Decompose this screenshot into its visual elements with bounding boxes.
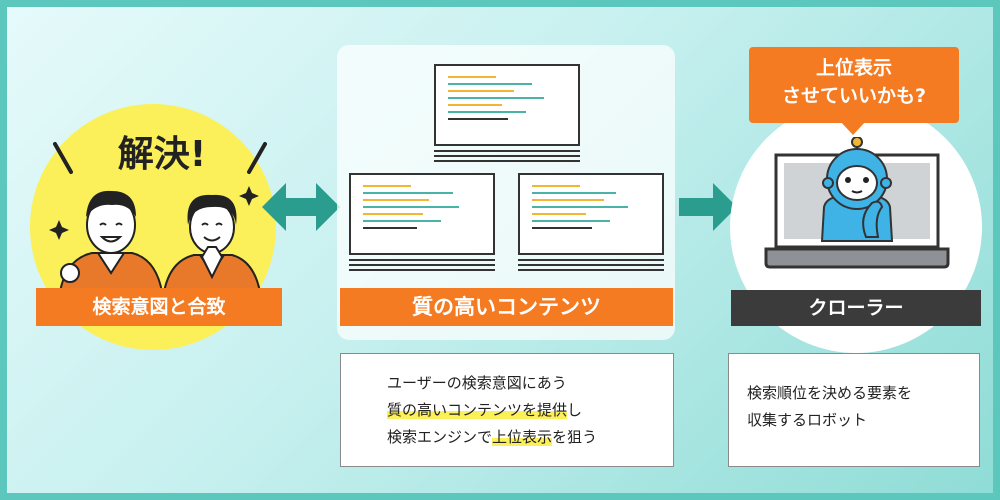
- sparkle-icon: [49, 220, 69, 240]
- description-line-3-post: を狙う: [552, 428, 598, 446]
- description-line-2-rest: し: [567, 401, 583, 419]
- document-footer-lines: [349, 259, 495, 271]
- quality-content-label: 質の高いコンテンツ: [340, 288, 673, 326]
- search-intent-label: 検索意図と合致: [36, 288, 282, 326]
- robot-icon: [820, 137, 894, 242]
- bubble-line-1: 上位表示: [815, 57, 892, 79]
- people-illustration: [58, 190, 262, 292]
- laptop-icon: [764, 137, 950, 269]
- crawler-description-box: 検索順位を決める要素を 収集するロボット: [728, 353, 980, 467]
- document-footer-lines: [434, 150, 580, 162]
- sparkle-icon: [239, 186, 259, 206]
- right-arrow-icon: [679, 183, 737, 231]
- content-description-box: ユーザーの検索意図にあう 質の高いコンテンツを提供し 検索エンジンで上位表示を狙…: [340, 353, 674, 467]
- crawler-description-line-2: 収集するロボット: [747, 411, 868, 429]
- document-footer-lines: [518, 259, 664, 271]
- crawler-speech-bubble: 上位表示 させていいかも?: [749, 47, 959, 123]
- document-icon: [349, 173, 495, 255]
- document-icon: [518, 173, 664, 255]
- double-arrow-icon: [262, 183, 340, 231]
- person-icon: [162, 194, 262, 292]
- description-line-3: 検索エンジンで上位表示を狙う: [387, 424, 673, 451]
- document-icon: [434, 64, 580, 146]
- description-line-2: 質の高いコンテンツを提供し: [387, 397, 673, 424]
- person-icon: [58, 190, 164, 292]
- crawler-description-line-1: 検索順位を決める要素を: [747, 384, 913, 402]
- description-line-1: ユーザーの検索意図にあう: [387, 374, 567, 392]
- bubble-line-2: させていいかも?: [781, 85, 927, 107]
- highlight-quality-content: 質の高いコンテンツを提供: [387, 401, 568, 419]
- bubble-tail: [840, 121, 866, 135]
- crawler-label: クローラー: [731, 290, 981, 326]
- highlight-top-ranking: 上位表示: [492, 428, 553, 446]
- description-line-3-pre: 検索エンジンで: [387, 428, 493, 446]
- emphasis-strokes: [49, 142, 267, 240]
- resolved-headline: 解決!: [117, 134, 207, 175]
